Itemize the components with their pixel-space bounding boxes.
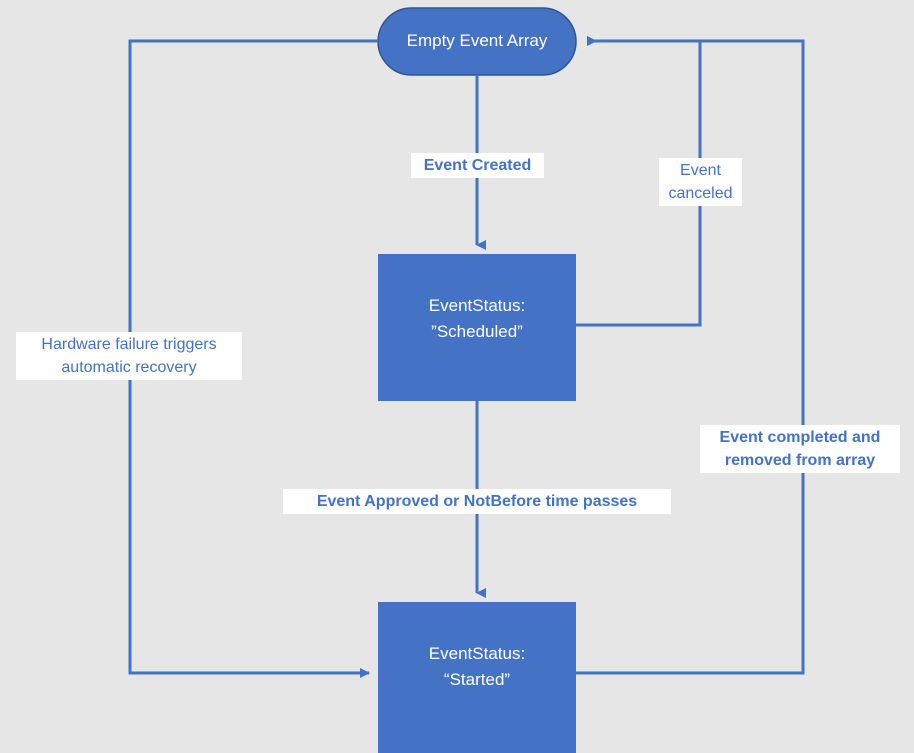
edge-label-event-canceled: Event canceled bbox=[659, 158, 742, 206]
node-started-shape[interactable] bbox=[378, 602, 576, 753]
edge-label-event-created: Event Created bbox=[411, 153, 544, 178]
edge-event-completed bbox=[576, 36, 805, 675]
edge-label-hardware-failure: Hardware failure triggers automatic reco… bbox=[16, 332, 242, 380]
edge-label-event-approved: Event Approved or NotBefore time passes bbox=[283, 489, 671, 514]
node-empty-array-shape[interactable] bbox=[377, 7, 577, 76]
node-scheduled-shape[interactable] bbox=[378, 254, 576, 401]
edge-label-event-completed: Event completed and removed from array bbox=[700, 425, 900, 473]
